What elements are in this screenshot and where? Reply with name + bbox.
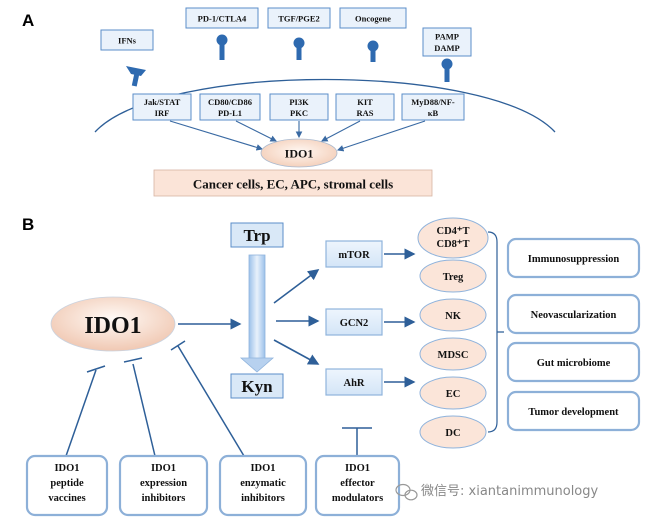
cell-label: CD8⁺T xyxy=(437,239,470,250)
inhibitor-label: modulators xyxy=(332,493,383,504)
inhibitor-box-peptide-vaccines: IDO1 peptide vaccines xyxy=(25,454,109,517)
outcome-box-tumor-development: Tumor development xyxy=(506,390,641,432)
sensor-box-mtor: mTOR xyxy=(325,240,383,268)
sensor-box-ahr: AhR xyxy=(325,368,383,396)
pathway-label: IRF xyxy=(155,108,170,118)
cell-types-bar: Cancer cells, EC, APC, stromal cells xyxy=(153,169,433,197)
cell-ec: EC xyxy=(419,376,487,410)
sensor-to-cell-arrows xyxy=(384,248,416,388)
cell-nk: NK xyxy=(419,298,487,332)
cell-cd4-cd8: CD4⁺T CD8⁺T xyxy=(417,217,489,259)
inhibition-lines xyxy=(65,340,372,457)
outcome-box-immunosuppression: Immunosuppression xyxy=(506,237,641,279)
cell-treg: Treg xyxy=(419,259,487,293)
inhibitor-label: peptide xyxy=(50,478,84,489)
outcome-box-neovascularization: Neovascularization xyxy=(506,293,641,335)
sensor-arrows xyxy=(273,269,320,365)
outcome-label: Tumor development xyxy=(528,407,619,418)
cell-bracket xyxy=(487,231,504,433)
pathway-box-pi3k: PI3K PKC xyxy=(269,93,329,121)
cell-mdsc: MDSC xyxy=(419,337,487,371)
signal-label: Oncogene xyxy=(355,14,391,24)
receptor-ball-icon xyxy=(441,58,453,82)
receptor-cup-icon xyxy=(126,66,146,87)
cell-label: CD4⁺T xyxy=(437,226,470,237)
inhibitor-label: IDO1 xyxy=(345,463,370,474)
inhibitor-box-enzymatic-inhibitors: IDO1 enzymatic inhibitors xyxy=(218,454,308,517)
receptor-ball-icon xyxy=(216,34,228,60)
signal-label: TGF/PGE2 xyxy=(278,14,320,24)
signal-box-ifns: IFNs xyxy=(100,29,154,51)
kyn-box: Kyn xyxy=(230,373,284,399)
cell-label: EC xyxy=(446,389,461,400)
pathway-label: MyD88/NF- xyxy=(411,97,455,107)
kyn-label: Kyn xyxy=(241,377,273,396)
receptor-ball-icon xyxy=(293,37,305,60)
pathway-label: KIT xyxy=(357,97,373,107)
signal-label: DAMP xyxy=(434,43,460,53)
cell-label: Treg xyxy=(443,272,464,283)
ido1-node-b: IDO1 xyxy=(50,296,176,352)
trp-to-kyn-arrow xyxy=(239,254,275,373)
watermark: 微信号: xiantanimmunology xyxy=(395,483,599,501)
inhibitor-label: vaccines xyxy=(48,493,85,504)
cell-label: MDSC xyxy=(438,350,469,361)
trp-box: Trp xyxy=(230,222,284,248)
signal-box-pamp-damp: PAMP DAMP xyxy=(422,27,472,57)
panel-a-letter: A xyxy=(22,11,34,30)
receptor-icons xyxy=(126,34,453,87)
outcome-label: Gut microbiome xyxy=(537,358,611,369)
trp-label: Trp xyxy=(243,226,270,245)
inhibitor-label: IDO1 xyxy=(54,463,79,474)
pathway-label: PKC xyxy=(290,108,308,118)
cell-types-label: Cancer cells, EC, APC, stromal cells xyxy=(193,177,393,192)
signal-box-tgf-pge2: TGF/PGE2 xyxy=(267,7,331,29)
ido1-label: IDO1 xyxy=(285,147,314,161)
receptor-ball-icon xyxy=(367,40,379,62)
pathway-box-myd88: MyD88/NF- κB xyxy=(401,93,465,121)
pathway-label: PI3K xyxy=(289,97,309,107)
signal-box-pd1-ctla4: PD-1/CTLA4 xyxy=(185,7,259,29)
pathway-arrows xyxy=(169,120,426,152)
inhibitor-label: inhibitors xyxy=(241,493,285,504)
inhibitor-label: IDO1 xyxy=(250,463,275,474)
ido1-label: IDO1 xyxy=(84,313,141,339)
ido1-node-a: IDO1 xyxy=(260,138,338,168)
cell-label: DC xyxy=(445,428,460,439)
pathway-label: Jak/STAT xyxy=(144,97,181,107)
pathway-box-cd80: CD80/CD86 PD-L1 xyxy=(199,93,261,121)
outcome-box-gut-microbiome: Gut microbiome xyxy=(506,341,641,383)
outcome-label: Neovascularization xyxy=(531,310,617,321)
pathway-box-jak-stat: Jak/STAT IRF xyxy=(132,93,192,121)
inhibitor-label: inhibitors xyxy=(142,493,186,504)
inhibitor-label: IDO1 xyxy=(151,463,176,474)
signal-label: PAMP xyxy=(435,32,459,42)
inhibitor-label: expression xyxy=(140,478,187,489)
pathway-box-kit: KIT RAS xyxy=(335,93,395,121)
sensor-label: AhR xyxy=(343,378,364,389)
inhibitor-box-effector-modulators: IDO1 effector modulators xyxy=(314,454,401,517)
pathway-label: κB xyxy=(428,108,439,118)
pathway-label: RAS xyxy=(356,108,373,118)
signal-label: PD-1/CTLA4 xyxy=(198,14,247,24)
signal-label: IFNs xyxy=(118,36,137,46)
pathway-label: CD80/CD86 xyxy=(208,97,252,107)
sensor-label: GCN2 xyxy=(340,318,369,329)
watermark-text: 微信号: xiantanimmunology xyxy=(421,484,599,499)
wechat-icon xyxy=(395,483,418,501)
cell-label: NK xyxy=(445,311,462,322)
inhibitor-label: effector xyxy=(340,478,375,489)
sensor-box-gcn2: GCN2 xyxy=(325,308,383,336)
sensor-label: mTOR xyxy=(338,250,370,261)
inhibitor-box-expression-inhibitors: IDO1 expression inhibitors xyxy=(118,454,209,517)
signal-box-oncogene: Oncogene xyxy=(339,7,407,29)
outcome-label: Immunosuppression xyxy=(528,254,620,265)
pathway-label: PD-L1 xyxy=(218,108,242,118)
inhibitor-label: enzymatic xyxy=(240,478,286,489)
cell-dc: DC xyxy=(419,415,487,449)
panel-b-letter: B xyxy=(22,215,34,234)
